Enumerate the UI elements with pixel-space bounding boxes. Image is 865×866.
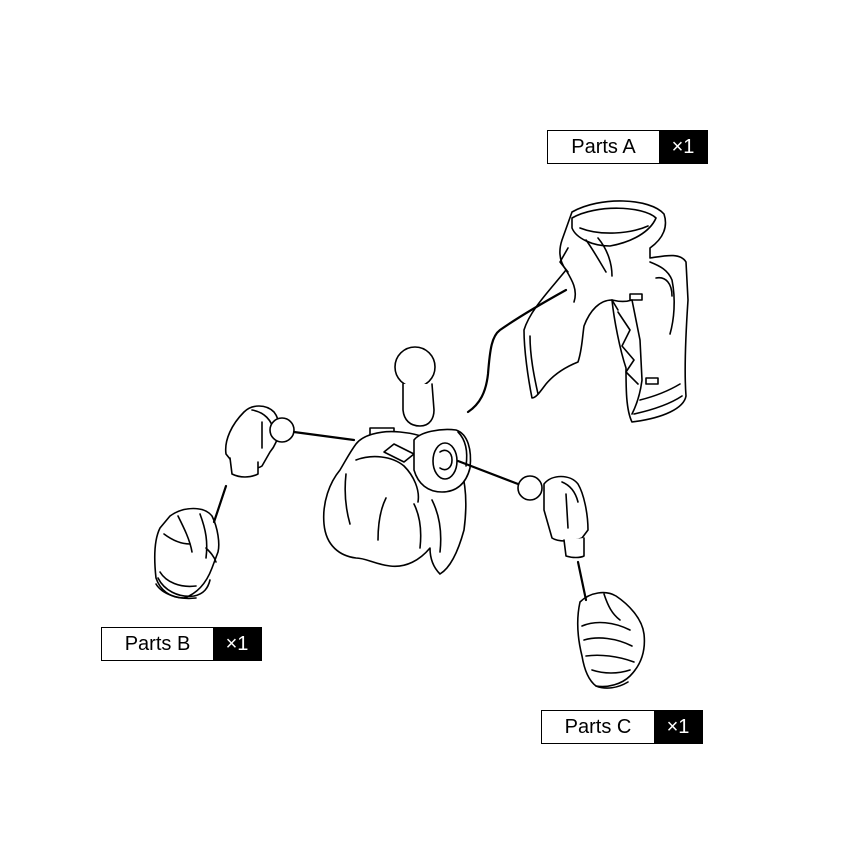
parts-a-quantity-badge: ×1 <box>659 131 707 163</box>
connector-right-arm-to-hand <box>578 562 586 600</box>
connector-right-arm-to-body <box>458 461 518 484</box>
parts-a-name: Parts A <box>571 135 636 158</box>
parts-c-name: Parts C <box>564 715 632 738</box>
parts-b-label: Parts B ×1 <box>101 627 262 661</box>
parts-a-label: Parts A ×1 <box>547 130 708 164</box>
connector-left-arm-to-hand <box>214 486 226 522</box>
parts-c-quantity-badge: ×1 <box>654 711 702 743</box>
parts-b-quantity-badge: ×1 <box>213 628 261 660</box>
part-b-hand-illustration <box>155 509 219 599</box>
left-arm-joint-illustration <box>226 406 294 477</box>
right-arm-joint-illustration <box>518 476 588 558</box>
part-a-vest-illustration <box>524 201 688 422</box>
parts-b-name: Parts B <box>124 632 191 655</box>
connector-lines <box>214 290 586 600</box>
connector-left-arm-to-body <box>294 432 354 440</box>
parts-c-label: Parts C ×1 <box>541 710 703 744</box>
connector-vest-to-body <box>468 290 566 412</box>
part-c-hand-illustration <box>578 593 645 688</box>
body-core-illustration <box>324 347 471 574</box>
